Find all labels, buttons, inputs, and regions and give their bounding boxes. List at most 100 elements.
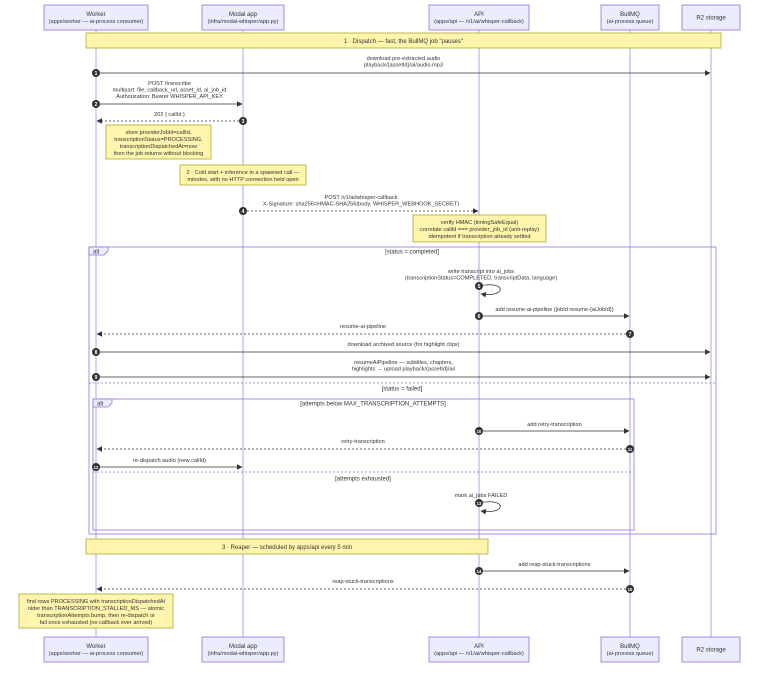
- participant-worker-top-sub: (apps/worker — ai-process consumer): [49, 19, 144, 25]
- message-11-number: 11: [628, 447, 633, 452]
- participant-modal-bottom-sub: (infra/modal-whisper/app.py): [208, 651, 279, 657]
- participant-worker-bottom-sub: (apps/worker — ai-process consumer): [49, 651, 144, 657]
- message-10-number-marker: [475, 427, 483, 435]
- message-8-label-1: download archived source (for highlight …: [348, 342, 460, 348]
- participant-worker-top: [43, 4, 149, 31]
- message-5-arrow: [478, 284, 501, 298]
- message-6-number-marker: [475, 312, 483, 320]
- message-8-number: 8: [95, 350, 98, 356]
- participant-worker-bottom-name: Worker: [86, 644, 105, 650]
- message-4-label-1: POST /v1/ai/whisper-callback: [325, 195, 398, 201]
- message-15-number: 15: [628, 587, 633, 592]
- alt-condition-failed: [status = failed]: [382, 387, 423, 393]
- message-2-label-1: POST /transcribe: [148, 81, 191, 87]
- message-12-number-marker: [92, 463, 100, 471]
- message-2-label-2: multipart: file, callback_url, asset_id,…: [113, 88, 227, 94]
- message-15-number-marker: [626, 585, 634, 593]
- participant-api-top-sub: (apps/api — /v1/ai/whisper-callback): [434, 19, 524, 25]
- message-13-number-marker: [475, 499, 483, 507]
- alt-condition-completed: [status = completed]: [385, 250, 439, 256]
- participant-api-top: [428, 4, 530, 31]
- alt-tag-inner-box: [92, 398, 113, 408]
- alt-tag-inner: alt: [97, 402, 104, 408]
- note-store-provider-job: [105, 124, 212, 160]
- participant-r2-top-name: R2 storage: [696, 16, 726, 22]
- message-1-label-2: playback/{assetId}/ai/audio.mp3: [364, 63, 443, 69]
- message-11-number-marker: [626, 445, 634, 453]
- participant-worker-top-name: Worker: [86, 12, 105, 18]
- note-cold-start-line-1: 2 · Cold start + inference in a spawned …: [186, 170, 299, 176]
- message-3-label-1: 202 { callId }: [154, 112, 185, 118]
- message-4-number: 4: [242, 209, 245, 215]
- message-3-number: 3: [242, 119, 245, 125]
- participant-modal-top: [201, 4, 285, 31]
- note-find-line-1: find rows PROCESSING with transcriptionD…: [27, 599, 165, 605]
- message-7-number-marker: [626, 330, 634, 338]
- message-10-label-1: add retry-transcription: [527, 422, 581, 428]
- message-3-number-marker: [239, 117, 247, 125]
- message-11-label-1: retry-transcription: [341, 439, 385, 445]
- message-7-label-1: resume-ai-pipeline: [340, 324, 386, 330]
- message-12-number: 12: [94, 465, 99, 470]
- note-find-line-2: older than TRANSCRIPTION_STALLED_MS — at…: [28, 606, 164, 612]
- message-5-label-2: (transcriptionStatus=COMPLETED, transcri…: [405, 276, 557, 282]
- note-verify-line-2: correlate callId === provider_job_id (an…: [420, 227, 539, 233]
- message-15-label-1: reap-stuck-transcriptions: [332, 579, 393, 585]
- message-1-number: 1: [95, 71, 98, 77]
- message-4-label-2: X-Signature: sha256=HMAC-SHA256(body, WH…: [263, 202, 459, 208]
- participant-modal-top-sub: (infra/modal-whisper/app.py): [208, 19, 279, 25]
- participant-bullmq-bottom-sub: (ai-process queue): [607, 651, 654, 657]
- participant-bullmq-top-name: BullMQ: [620, 12, 640, 18]
- alt-tag-outer-box: [88, 246, 109, 256]
- section-reaper-note: [85, 538, 489, 555]
- message-4-number-marker: [239, 207, 247, 215]
- message-6-label-1: add resume-ai-pipeline (jobId resume-{ai…: [495, 307, 613, 313]
- message-5-number-marker: [475, 282, 483, 290]
- section-dispatch-text: 1 · Dispatch — fast, the BullMQ job "pau…: [344, 39, 463, 45]
- participant-api-bottom-sub: (apps/api — /v1/ai/whisper-callback): [434, 651, 524, 657]
- message-2-number: 2: [95, 102, 98, 108]
- note-store-line-1: store providerJobId=callId,: [126, 130, 192, 136]
- section-dispatch-note: [85, 32, 722, 49]
- message-6-number: 6: [478, 314, 481, 320]
- participant-r2-bottom-name: R2 storage: [696, 648, 726, 654]
- participant-bullmq-top-sub: (ai-process queue): [607, 19, 654, 25]
- message-10-number: 10: [477, 429, 482, 434]
- note-store-line-3: transcriptionDispatchedAt=now: [120, 144, 198, 150]
- note-find-line-4: fail once exhausted (no callback ever ar…: [40, 620, 153, 626]
- message-9-label-1: resumeAiPipeline — subtitles, chapters,: [354, 360, 453, 366]
- note-cold-start-line-2: minutes, with no HTTP connection held op…: [187, 177, 298, 183]
- participant-modal-bottom: [201, 636, 285, 663]
- note-verify-line-1: verify HMAC (timingSafeEqual): [441, 220, 519, 226]
- note-verify-hmac: [412, 214, 547, 243]
- message-9-number-marker: [92, 373, 100, 381]
- message-14-label-1: add reap-stuck-transcriptions: [518, 562, 590, 568]
- message-1-number-marker: [92, 69, 100, 77]
- participant-r2-bottom: [681, 636, 741, 663]
- alt-condition-below-max: [attempts below MAX_TRANSCRIPTION_ATTEMP…: [300, 402, 446, 408]
- note-verify-line-3: idempotent if transcription already sett…: [429, 234, 531, 240]
- message-12-label-1: re-dispatch audio (new callId): [133, 458, 206, 464]
- participant-api-top-name: API: [474, 12, 484, 18]
- note-store-line-4: then the job returns without blocking: [114, 151, 204, 157]
- participant-worker-bottom: [43, 636, 149, 663]
- message-8-number-marker: [92, 348, 100, 356]
- message-2-label-3: Authorization: Bearer WHISPER_API_KEY: [116, 94, 223, 100]
- alt-condition-exhausted: [attempts exhausted]: [335, 477, 391, 483]
- participant-r2-top: [681, 4, 741, 31]
- message-1-label-1: download pre-extracted audio: [367, 56, 441, 62]
- participant-bullmq-bottom: [600, 636, 660, 663]
- note-find-stalled: [18, 593, 174, 629]
- participant-bullmq-top: [600, 4, 660, 31]
- message-9-number: 9: [95, 375, 98, 381]
- participant-api-bottom: [428, 636, 530, 663]
- note-store-line-2: transcriptionStatus=PROCESSING,: [114, 137, 203, 143]
- alt-frame-outer: [88, 246, 717, 535]
- message-13-arrow: [478, 501, 501, 515]
- participant-bullmq-bottom-name: BullMQ: [620, 644, 640, 650]
- message-7-number: 7: [629, 332, 632, 338]
- note-find-line-3: transcriptionAttempts bump, then re-disp…: [37, 613, 155, 619]
- message-13-label-1: mark ai_jobs FAILED: [455, 493, 508, 499]
